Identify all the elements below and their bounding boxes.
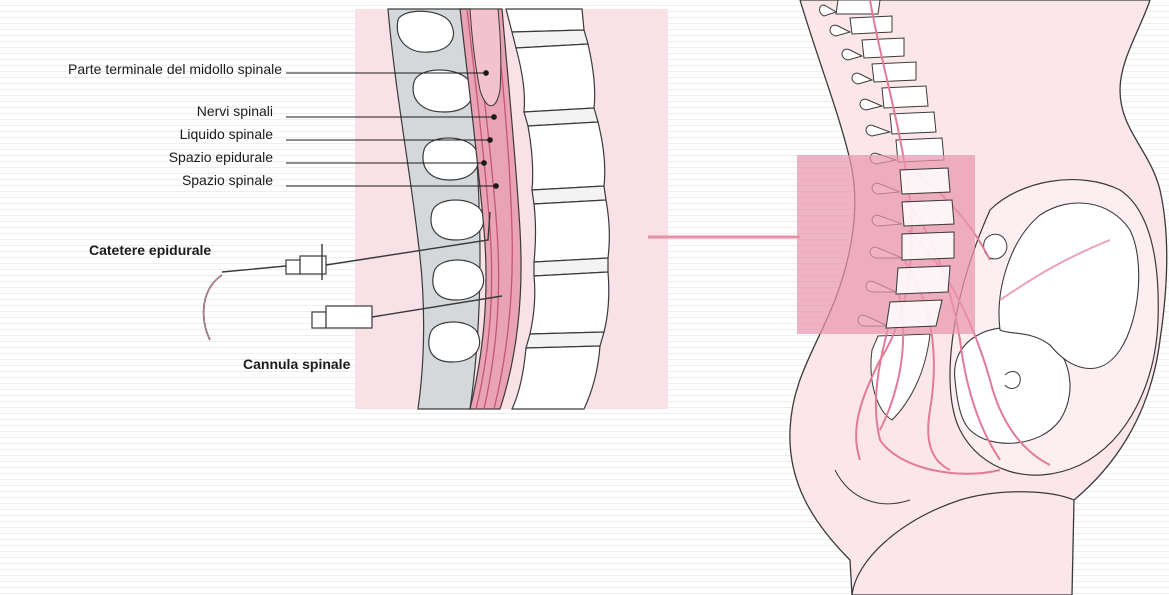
cannula-hub <box>312 312 326 328</box>
spinous-process <box>433 260 484 300</box>
label-spinal-space: Spazio spinale <box>182 172 273 188</box>
vertebra <box>902 232 954 260</box>
vertebral-body <box>534 200 609 262</box>
vertebra <box>862 38 904 58</box>
catheter-line <box>222 266 286 272</box>
leader-dot <box>482 161 487 166</box>
spinous-process <box>423 138 478 180</box>
spinous-process <box>431 200 484 240</box>
spinous-process <box>397 11 453 52</box>
intervertebral-disc <box>526 332 604 348</box>
vertebra <box>900 168 950 194</box>
vertebra <box>872 62 916 82</box>
spinous-process <box>429 322 480 362</box>
label-spinal-cannula: Cannula spinale <box>243 356 350 372</box>
leader-dot <box>492 115 497 120</box>
vertebral-body <box>512 346 600 409</box>
leader-dot <box>494 184 499 189</box>
label-epidural-catheter: Catetere epidurale <box>89 242 211 258</box>
label-spinal-fluid: Liquido spinale <box>180 126 273 142</box>
label-terminal-spinal-cord: Parte terminale del midollo spinale <box>68 61 282 77</box>
label-spinal-nerves: Nervi spinali <box>197 103 273 119</box>
spinous-process <box>413 70 473 112</box>
vertebral-body <box>530 272 609 334</box>
leader-dot <box>484 71 489 76</box>
catheter-hub <box>286 260 300 274</box>
vertebra <box>902 200 954 226</box>
vertebral-body <box>516 44 595 112</box>
vertebra <box>836 0 880 14</box>
vertebral-body <box>528 122 605 190</box>
leader-dot <box>488 138 493 143</box>
vertebral-body <box>506 9 584 32</box>
vertebra <box>896 266 950 294</box>
cannula-hub-body <box>326 306 372 328</box>
vertebra <box>886 300 942 328</box>
vertebra <box>850 16 892 34</box>
label-epidural-space: Spazio epidurale <box>169 149 273 165</box>
